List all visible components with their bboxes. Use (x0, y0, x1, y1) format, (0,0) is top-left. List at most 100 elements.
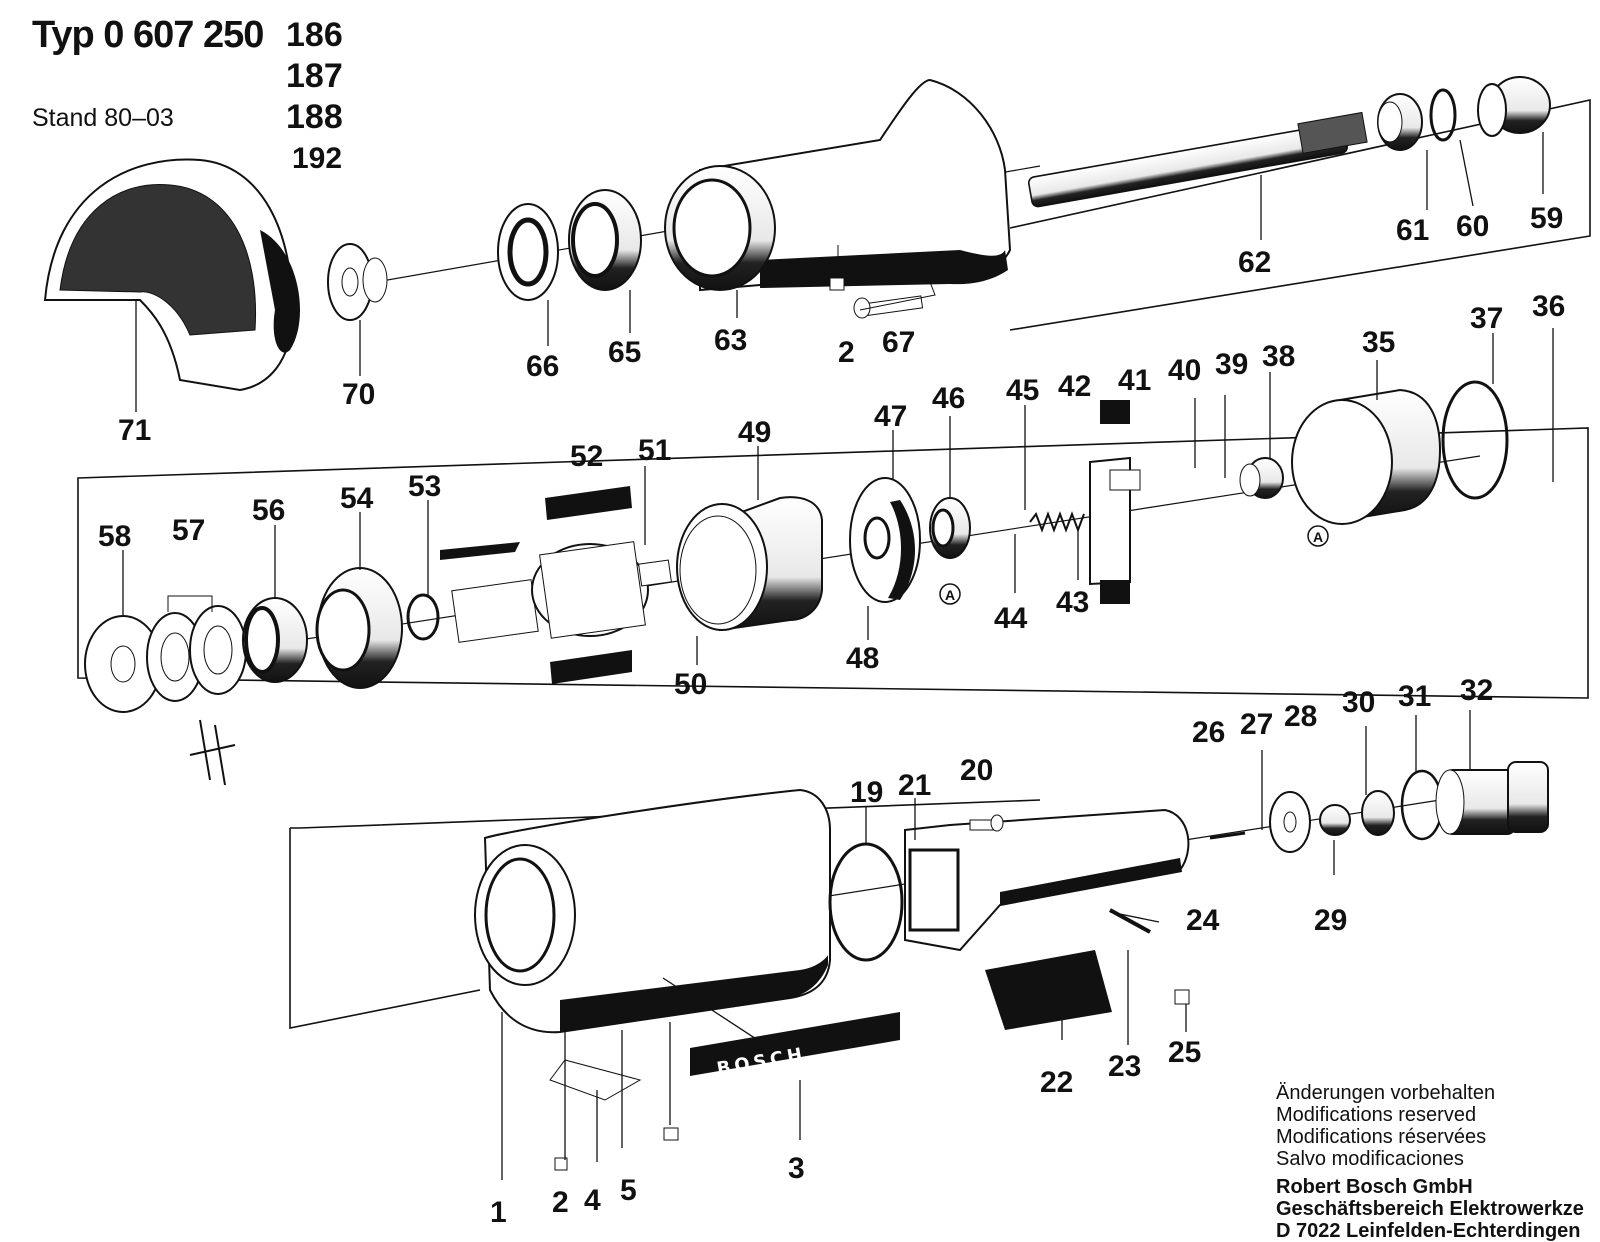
part-label: 40 (1168, 354, 1201, 387)
part-label: 29 (1314, 904, 1347, 937)
part-1-motor-housing (474, 788, 831, 1034)
part-label: 65 (608, 336, 641, 369)
part-label: 61 (1396, 214, 1429, 247)
part-label: 50 (674, 668, 707, 701)
part-number-labels: 71 70 66 65 63 2 67 62 61 60 59 58 57 56… (98, 202, 1565, 1229)
part-label: 32 (1460, 674, 1493, 707)
company-line: Geschäftsbereich Elektrowerkze (1276, 1198, 1584, 1220)
part-53-ring (406, 593, 440, 641)
part-label: 30 (1342, 686, 1375, 719)
part-label: 67 (882, 326, 915, 359)
part-label: 41 (1118, 364, 1151, 397)
part-label: 38 (1262, 340, 1295, 373)
assembly-frames (77, 99, 1591, 1029)
part-label: 3 (788, 1152, 805, 1185)
part-29-ball (1319, 804, 1351, 836)
part-label: 70 (342, 378, 375, 411)
part-47-endplate (849, 477, 921, 603)
part-59-nut (1477, 76, 1551, 137)
part-label: 63 (714, 324, 747, 357)
part-label: 5 (620, 1174, 637, 1207)
part-65-bearing (568, 189, 642, 291)
part-label: 49 (738, 416, 771, 449)
bottom-frame-left (289, 828, 481, 1029)
part-22-grip (985, 950, 1112, 1030)
part-49-cylinder (676, 496, 823, 632)
part-63-housing (664, 78, 1012, 292)
leader (662, 977, 774, 1051)
part-label: 4 (584, 1184, 601, 1217)
part-60-ring (1429, 88, 1457, 142)
part-54-endplate (315, 567, 403, 689)
part-label: 58 (98, 520, 131, 553)
part-35-cylinder (1291, 388, 1442, 525)
part-20-screw (969, 814, 1004, 832)
part-43-spring (1029, 511, 1085, 533)
note-line: Salvo modificaciones (1276, 1148, 1464, 1170)
leader (1459, 139, 1474, 207)
part-62-shaft (1027, 111, 1368, 208)
part-32-inlet-fitting (1435, 761, 1549, 835)
part-label: 26 (1192, 716, 1225, 749)
part-58-washer (84, 615, 162, 713)
part-21-handle (904, 808, 1190, 952)
leader (859, 259, 936, 311)
part-37-gasket (1441, 380, 1509, 500)
part-51-rotor (440, 541, 672, 643)
company-line: Robert Bosch GmbH (1276, 1176, 1473, 1198)
part-label: 20 (960, 754, 993, 787)
part-label: 36 (1532, 290, 1565, 323)
part-46-bearing (929, 497, 971, 559)
leader (1109, 911, 1160, 923)
part-2-nut-top (829, 277, 845, 291)
part-label: 53 (408, 470, 441, 503)
part-52-vanes (545, 486, 632, 684)
variant-number: 188 (286, 98, 343, 136)
part-label: 42 (1058, 370, 1091, 403)
part-label: 21 (898, 769, 931, 802)
revision-stand: Stand 80–03 (32, 104, 174, 132)
part-label: 48 (846, 642, 879, 675)
top-frame (1009, 99, 1591, 331)
part-label: 22 (1040, 1066, 1073, 1099)
part-57-washers (146, 595, 247, 786)
part-66-bearing (497, 203, 559, 301)
note-line: Änderungen vorbehalten (1276, 1082, 1496, 1104)
variant-number: 186 (286, 16, 343, 54)
part-label: 1 (490, 1196, 507, 1229)
marker-a: A (1313, 529, 1323, 545)
part-30-seat (1361, 790, 1395, 836)
leader-lines (122, 132, 1554, 1180)
part-70-flange (327, 243, 388, 321)
company-line: D 7022 Leinfelden-Echterdingen (1276, 1220, 1581, 1242)
part-4-plate (549, 1059, 642, 1101)
part-label: 23 (1108, 1050, 1141, 1083)
part-label: 59 (1530, 202, 1563, 235)
part-label: 51 (638, 434, 671, 467)
type-title: Typ 0 607 250 (32, 14, 264, 56)
part-71-guard (43, 158, 300, 392)
part-label: 19 (850, 776, 883, 809)
part-label: 27 (1240, 708, 1273, 741)
part-3-nameplate: BOSCH (690, 1012, 900, 1080)
part-label: 54 (340, 482, 374, 515)
middle-frame (77, 427, 1589, 699)
part-40-valve-block (1089, 400, 1141, 604)
part-label: 24 (1186, 904, 1220, 937)
part-label: 45 (1006, 374, 1039, 407)
part-label: 25 (1168, 1036, 1201, 1069)
part-label: 66 (526, 350, 559, 383)
part-19-gasket (828, 842, 904, 962)
part-38-sleeve (1239, 457, 1284, 499)
part-label: 62 (1238, 246, 1271, 279)
part-61-sleeve (1377, 93, 1423, 151)
part-label: 60 (1456, 210, 1489, 243)
part-label: 52 (570, 440, 603, 473)
part-label: 47 (874, 400, 907, 433)
part-label: 2 (552, 1186, 569, 1219)
part-28-washer (1269, 791, 1311, 853)
part-label: 46 (932, 382, 965, 415)
part-label: 35 (1362, 326, 1395, 359)
